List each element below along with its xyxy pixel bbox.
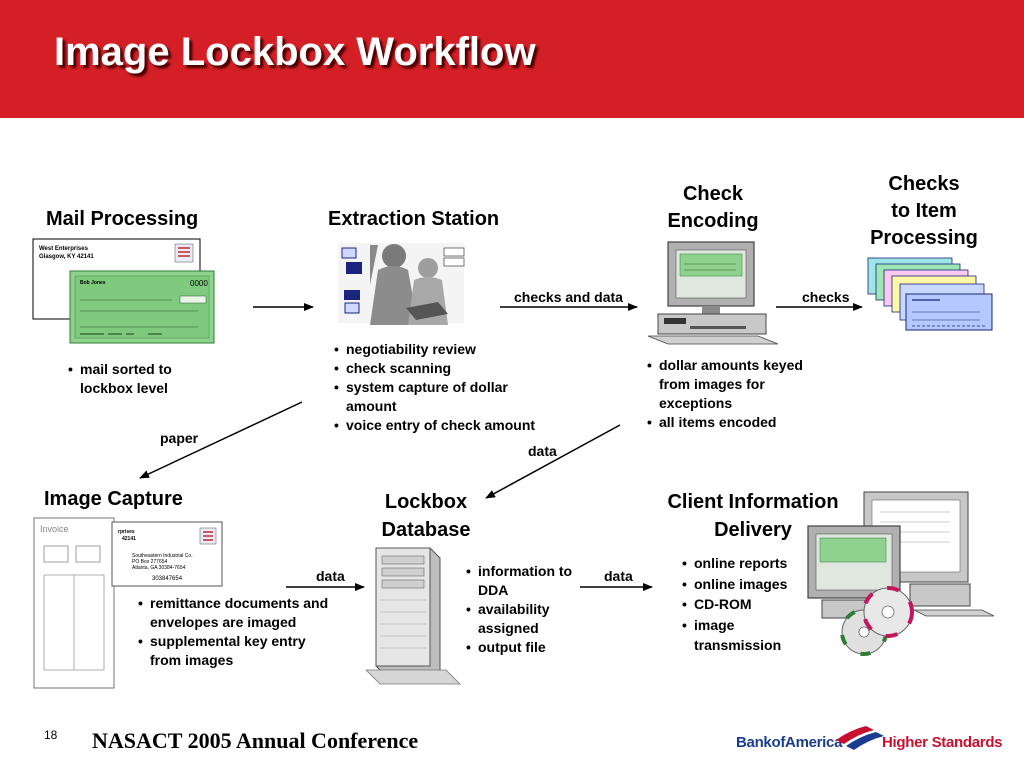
page-number: 18 (44, 728, 58, 742)
list-item: remittance documents and envelopes are i… (138, 594, 330, 632)
invoice-label: Invoice (40, 524, 69, 534)
remit-number: 303847654 (152, 576, 183, 582)
capture-bullets: remittance documents and envelopes are i… (136, 594, 330, 670)
remit-city: Atlanta, GA 30384-7654 (132, 565, 186, 571)
list-item: dollar amounts keyed from images for exc… (647, 356, 809, 413)
list-item: image transmission (682, 615, 810, 656)
extraction-station-title: Extraction Station (328, 208, 500, 230)
keyboard-icon (913, 609, 995, 617)
data-diagonal-label: data (528, 443, 557, 459)
conference-name: NASACT 2005 Annual Conference (92, 728, 419, 753)
envelope-company: West Enterprises (39, 246, 89, 252)
checks-label: checks (802, 289, 850, 305)
list-item: negotiability review (334, 340, 576, 359)
list-item: supplemental key entry from images (138, 632, 330, 670)
page-title: Image Lockbox Workflow (54, 30, 536, 74)
checks-and-data-label: checks and data (514, 289, 623, 305)
paper-label: paper (160, 430, 199, 446)
keyboard-icon (647, 335, 779, 345)
check-payer: Bob Jones (80, 280, 106, 286)
list-item: information to DDA (466, 562, 596, 600)
header-bar: Image Lockbox Workflow (0, 0, 1024, 118)
list-item: output file (466, 638, 596, 657)
arrow-paper-diagonal (139, 401, 303, 479)
data-right-label: data (604, 568, 633, 584)
list-item: online images (682, 574, 810, 595)
list-item: availability assigned (466, 600, 596, 638)
list-item: voice entry of check amount (334, 416, 576, 435)
arrow-data-diagonal (485, 424, 621, 499)
list-item: all items encoded (647, 413, 809, 432)
mail-processing-title: Mail Processing (46, 208, 199, 230)
check-number: 0000 (190, 279, 208, 288)
bank-of-america-logo: BankofAmerica (736, 734, 843, 751)
delivery-bullets: online reports online images CD-ROM imag… (680, 553, 810, 656)
mail-bullets: mail sorted to lockbox level (66, 360, 210, 398)
list-item: online reports (682, 553, 810, 574)
image-capture-title: Image Capture (44, 488, 183, 510)
remit-partial-1: rprises (118, 529, 135, 535)
envelope-address: Glasgow, KY 42141 (39, 254, 94, 260)
monitor-icon (341, 247, 357, 259)
list-item: check scanning (334, 359, 576, 378)
remit-company: Southeastern Industrial Co. (132, 553, 193, 559)
remit-box: PO Box 277654 (132, 559, 168, 565)
list-item: CD-ROM (682, 594, 810, 615)
remit-partial-2: 42141 (122, 536, 136, 542)
list-item: mail sorted to lockbox level (68, 360, 210, 398)
database-bullets: information to DDA availability assigned… (464, 562, 596, 657)
list-item: system capture of dollar amount (334, 378, 536, 416)
extraction-bullets: negotiability review check scanning syst… (332, 340, 576, 435)
encoding-bullets: dollar amounts keyed from images for exc… (645, 356, 809, 432)
data-left-label: data (316, 568, 345, 584)
tagline: Higher Standards (882, 734, 1003, 751)
